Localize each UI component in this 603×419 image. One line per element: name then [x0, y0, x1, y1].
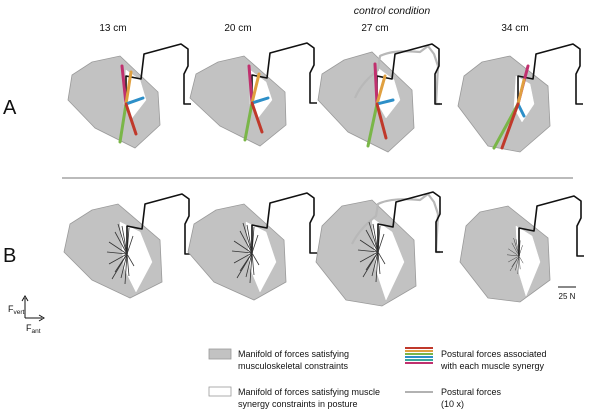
legend-colored-line2: with each muscle synergy — [440, 361, 545, 371]
synergy-force-blue — [516, 102, 526, 118]
legend-white-line1: Manifold of forces satisfying muscle — [238, 387, 380, 397]
condition-label: control condition — [354, 5, 431, 17]
synergy-force-blue — [250, 96, 270, 105]
musculoskeletal-manifold — [457, 55, 551, 153]
column-label-34cm: 34 cm — [501, 23, 528, 34]
musculoskeletal-manifold — [315, 199, 417, 307]
panel-b-20cm — [187, 192, 318, 301]
synergy-force-orange — [124, 70, 133, 106]
vertical-arrowhead — [21, 295, 29, 302]
row-label-b: B — [3, 245, 16, 267]
horizontal-axis-label: Fant — [26, 323, 41, 335]
panel-a-13cm — [67, 43, 192, 149]
legend-white-swatch — [208, 386, 232, 397]
synergy-forces — [243, 64, 270, 142]
panel-b-13cm — [63, 193, 193, 299]
synergy-force-blue — [124, 96, 145, 106]
synergy-force-magenta — [120, 64, 128, 106]
legend-gray-line1: Manifold of forces satisfying — [238, 349, 349, 359]
synergy-force-green — [243, 101, 254, 142]
synergy-force-orange — [250, 72, 261, 105]
column-label-27cm: 27 cm — [361, 23, 388, 34]
panel-a-20cm — [189, 42, 318, 147]
scale-bar-label: 25 N — [559, 292, 576, 301]
synergy-force-orange — [516, 78, 526, 106]
force-axes: Fvert Fant — [8, 295, 45, 335]
musculoskeletal-manifold — [189, 55, 287, 147]
cat-ghost-outline — [353, 44, 440, 106]
horizontal-arrowhead — [38, 314, 45, 322]
panel-a-27cm — [317, 43, 443, 153]
synergy-forces — [492, 64, 530, 150]
legend-postural-line2: (10 x) — [441, 399, 464, 409]
synergy-force-red — [250, 101, 264, 134]
synergy-manifold — [245, 221, 277, 293]
synergy-manifold — [513, 75, 535, 123]
legend-postural-line1: Postural forces — [441, 387, 502, 397]
panel-b-27cm — [315, 191, 444, 307]
synergy-manifold — [515, 225, 541, 297]
synergy-force-green — [118, 102, 128, 144]
row-label-a: A — [3, 97, 17, 119]
synergy-forces — [118, 64, 145, 144]
synergy-force-magenta — [373, 62, 379, 106]
column-label-13cm: 13 cm — [99, 23, 126, 34]
synergy-force-red — [375, 102, 388, 140]
legend-colored-swatch — [405, 347, 433, 364]
synergy-force-magenta — [247, 64, 254, 105]
legend-gray-line2: musculoskeletal constraints — [238, 361, 349, 371]
cat-ghost-outline — [351, 192, 440, 254]
synergy-manifold — [249, 69, 273, 119]
column-label-20cm: 20 cm — [224, 23, 251, 34]
synergy-force-green — [366, 102, 379, 148]
synergy-force-orange — [375, 74, 387, 106]
panel-a-34cm — [457, 43, 584, 153]
vertical-axis-label: Fvert — [8, 304, 25, 316]
synergy-force-blue — [375, 98, 395, 106]
musculoskeletal-manifold — [67, 55, 161, 149]
legend-gray-swatch — [208, 348, 232, 360]
musculoskeletal-manifold — [317, 51, 415, 153]
legend: Manifold of forces satisfying musculoske… — [208, 347, 547, 409]
synergy-forces — [366, 62, 395, 148]
synergy-force-red — [124, 102, 138, 136]
synergy-force-red — [500, 102, 520, 150]
legend-white-line2: synergy constraints in posture — [238, 399, 358, 409]
legend-colored-line1: Postural forces associated — [441, 349, 547, 359]
panel-b-34cm — [459, 195, 585, 303]
